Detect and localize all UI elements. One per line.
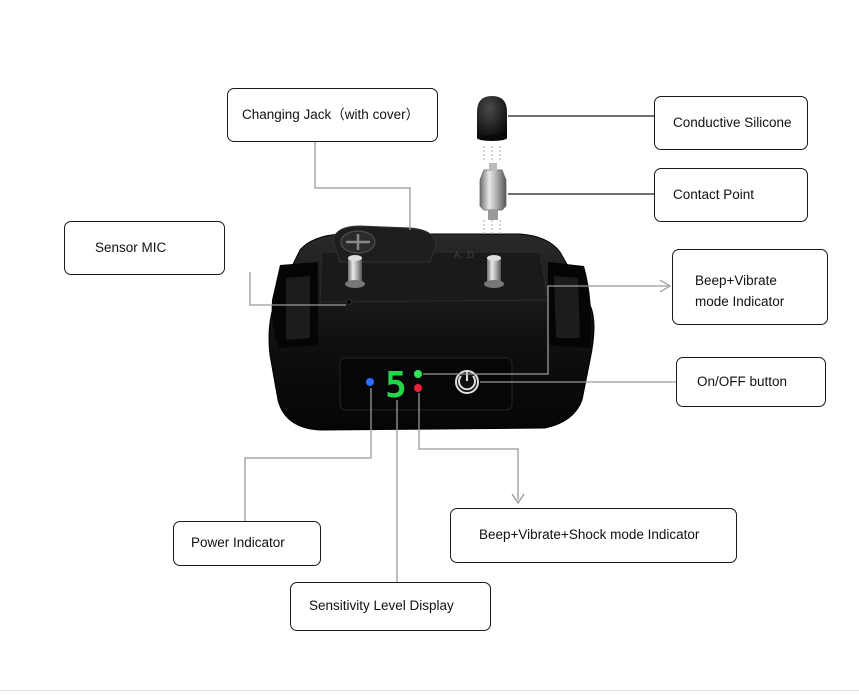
callout-sensor-mic-text: Sensor MIC [95, 239, 167, 255]
callout-sensitivity-display: Sensitivity Level Display [290, 582, 491, 631]
callout-on-off-button: On/OFF button [676, 357, 826, 407]
charging-jack-cover: A...D [332, 225, 475, 263]
callout-conductive-silicone: Conductive Silicone [654, 96, 808, 150]
callout-conductive-silicone-text: Conductive Silicone [673, 114, 792, 130]
shock-led [414, 384, 422, 392]
callout-changing-jack-text: Changing Jack（with cover） [242, 106, 420, 122]
brand-text: A...D [454, 250, 475, 260]
sensor-mic-hole [346, 299, 352, 305]
sensitivity-digit: 5 [385, 365, 407, 406]
callout-contact-point: Contact Point [654, 168, 808, 222]
callout-sensitivity-display-text: Sensitivity Level Display [309, 598, 454, 614]
contact-post-left [345, 255, 365, 288]
callout-power-indicator-text: Power Indicator [191, 535, 285, 551]
power-icon[interactable] [455, 370, 479, 394]
conductive-silicone-cap [477, 96, 507, 141]
metal-contact-point [479, 163, 507, 220]
leader-lines [244, 142, 678, 583]
callout-contact-point-text: Contact Point [673, 186, 755, 202]
arrow-down-icon [511, 493, 525, 505]
power-led [366, 378, 374, 386]
beep-vibrate-led [414, 370, 422, 378]
contact-post-right [484, 255, 504, 288]
callout-beep-vibrate-indicator: Beep+Vibrate mode Indicator [672, 249, 828, 325]
callout-sensor-mic: Sensor MIC [64, 221, 225, 275]
callout-changing-jack: Changing Jack（with cover） [227, 88, 438, 142]
callout-beep-vibrate-line1: Beep+Vibrate [695, 273, 777, 288]
leader-lines-dark [508, 115, 654, 195]
callout-shock-indicator-text: Beep+Vibrate+Shock mode Indicator [479, 527, 700, 543]
callout-beep-vibrate-line2: mode Indicator [695, 294, 785, 310]
bottom-divider [0, 690, 859, 691]
arrow-down-icon [483, 146, 501, 236]
callout-on-off-button-text: On/OFF button [697, 373, 788, 389]
callout-power-indicator: Power Indicator [173, 521, 321, 566]
callout-shock-indicator: Beep+Vibrate+Shock mode Indicator [450, 508, 737, 563]
device-body [268, 233, 595, 431]
arrow-right-icon [659, 279, 672, 293]
